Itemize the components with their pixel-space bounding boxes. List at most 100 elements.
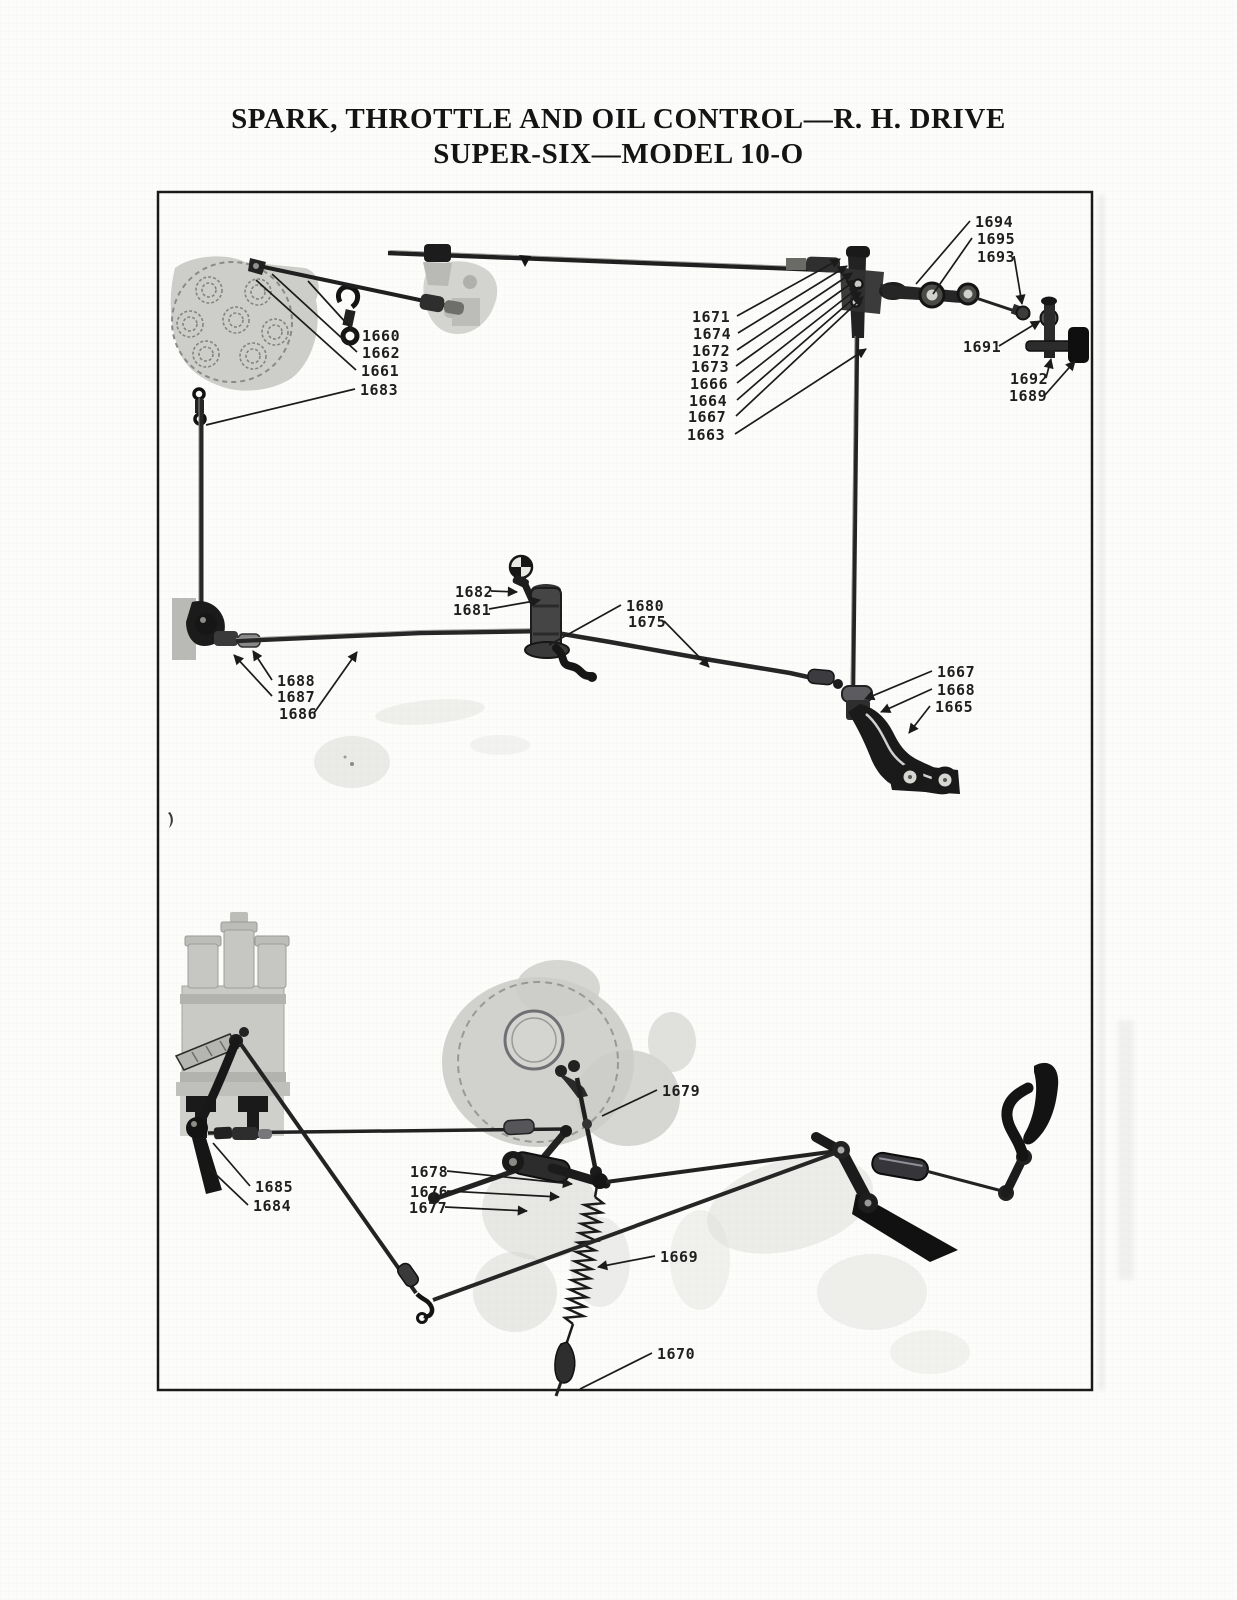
leader-line-1676: [446, 1190, 561, 1202]
part-label-1661: 1661: [361, 362, 399, 380]
spring-coil: [561, 1196, 607, 1325]
upper-linkage-illustration: [170, 244, 1089, 795]
leader-line-1666: [736, 286, 860, 384]
leader-line-1660: [307, 280, 358, 336]
column-extension-rod: [850, 335, 860, 689]
leader-line-1693: [1013, 255, 1026, 306]
part-label-1671: 1671: [692, 308, 730, 326]
leader-line-1692: [1043, 358, 1054, 379]
part-label-1679: 1679: [662, 1082, 700, 1100]
part-label-1670: 1670: [657, 1345, 695, 1363]
left-bell-crank: [172, 598, 261, 660]
left-vertical-rod: [192, 387, 207, 612]
spark-plug-ports: [176, 276, 289, 370]
part-label-1678: 1678: [410, 1163, 448, 1181]
part-label-1681: 1681: [453, 601, 491, 619]
leader-line-1682: [490, 586, 519, 597]
part-label-1665: 1665: [935, 698, 973, 716]
part-label-1688: 1688: [277, 672, 315, 690]
bracket-blade: [852, 1194, 958, 1262]
lower-right-junction: [833, 679, 960, 795]
leader-line-1664: [736, 291, 862, 401]
rod-end-clevis: [807, 668, 835, 686]
scan-streak: [1099, 195, 1104, 1390]
leader-line-1665: [908, 705, 931, 734]
part-label-1685: 1685: [255, 1178, 293, 1196]
part-label-1675: 1675: [628, 613, 666, 631]
leader-line-1670: [579, 1352, 653, 1390]
page-title-line2: SUPER-SIX—MODEL 10-O: [433, 138, 804, 170]
throttle-cross-rod: [235, 628, 827, 684]
part-label-1686: 1686: [279, 705, 317, 723]
steering-column-assembly: [840, 246, 1089, 363]
page-title-line1: SPARK, THROTTLE AND OIL CONTROL—R. H. DR…: [231, 103, 1006, 135]
part-label-1666: 1666: [690, 375, 728, 393]
figure-border: [156, 190, 1094, 1392]
part-label-1693: 1693: [977, 248, 1015, 266]
part-label-1667: 1667: [937, 663, 975, 681]
eye-bolt: [340, 326, 360, 346]
leader-line-1677: [444, 1205, 529, 1216]
leader-line-1686: [313, 651, 358, 714]
leader-line-1669: [596, 1255, 656, 1271]
pedal-arm: [1001, 1082, 1034, 1162]
leader-line-1667: [864, 670, 933, 701]
spark-rod-assembly: [248, 258, 465, 346]
rod-coupling: [419, 293, 445, 313]
pedal-bellcrank: [811, 1062, 1059, 1262]
distributor-ghost: [170, 256, 319, 391]
flex-link: [552, 644, 594, 680]
leader-line-1679: [601, 1089, 658, 1117]
part-labels-layer: 1660166216611683167116741672167316661664…: [205, 213, 1076, 1390]
leader-line-1687: [233, 654, 273, 697]
diagonal-pull-rod: [238, 1041, 418, 1295]
part-label-1694: 1694: [975, 213, 1013, 231]
part-label-1669: 1669: [660, 1248, 698, 1266]
clevis-hook: [336, 284, 361, 310]
bracket-tbar: [1025, 340, 1075, 352]
shaft-notch: [519, 255, 531, 267]
leader-line-1668: [880, 688, 933, 713]
leader-line-1691: [998, 320, 1041, 347]
leader-line-1681: [488, 596, 542, 610]
pull-rod-end: [396, 1262, 435, 1324]
cross-shaft-assembly: [387, 244, 852, 286]
hand-control-lever: [508, 554, 597, 682]
leader-line-1689: [1044, 360, 1076, 396]
crank-link-rod: [605, 1149, 838, 1184]
part-label-1680: 1680: [626, 597, 664, 615]
leader-line-1684: [206, 1165, 249, 1206]
retracting-spring: [554, 1185, 607, 1397]
leader-line-1672: [736, 272, 853, 351]
part-label-1673: 1673: [691, 358, 729, 376]
leader-line-1675: [663, 620, 710, 668]
scan-streak-2: [1118, 1020, 1134, 1280]
pedal-link-rod: [925, 1169, 1007, 1194]
part-label-1660: 1660: [362, 327, 400, 345]
leader-line-1674: [737, 265, 848, 334]
page-title: SPARK, THROTTLE AND OIL CONTROL—R. H. DR…: [0, 102, 1237, 172]
part-label-1687: 1687: [277, 688, 315, 706]
pedal-pad: [1023, 1062, 1059, 1145]
leader-line-1683: [205, 388, 356, 426]
leader-line-1678: [446, 1170, 574, 1189]
center-crank: [428, 1125, 611, 1204]
spark-rod: [258, 264, 449, 308]
control-knob: [1068, 327, 1089, 363]
part-label-1663: 1663: [687, 426, 725, 444]
scan-smudges-lower: [670, 1156, 970, 1374]
part-label-1672: 1672: [692, 342, 730, 360]
part-label-1691: 1691: [963, 338, 1001, 356]
shaft-fitting: [424, 244, 451, 262]
flywheel-ghost: [442, 960, 696, 1332]
leader-line-1671: [736, 258, 841, 317]
leader-line-1663: [734, 348, 867, 435]
scan-speck: [168, 812, 173, 828]
part-label-1668: 1668: [937, 681, 975, 699]
engine-block-ghost: [176, 912, 290, 1138]
bracket-post: [1044, 300, 1055, 348]
part-label-1676: 1676: [410, 1183, 448, 1201]
part-label-1683: 1683: [360, 381, 398, 399]
